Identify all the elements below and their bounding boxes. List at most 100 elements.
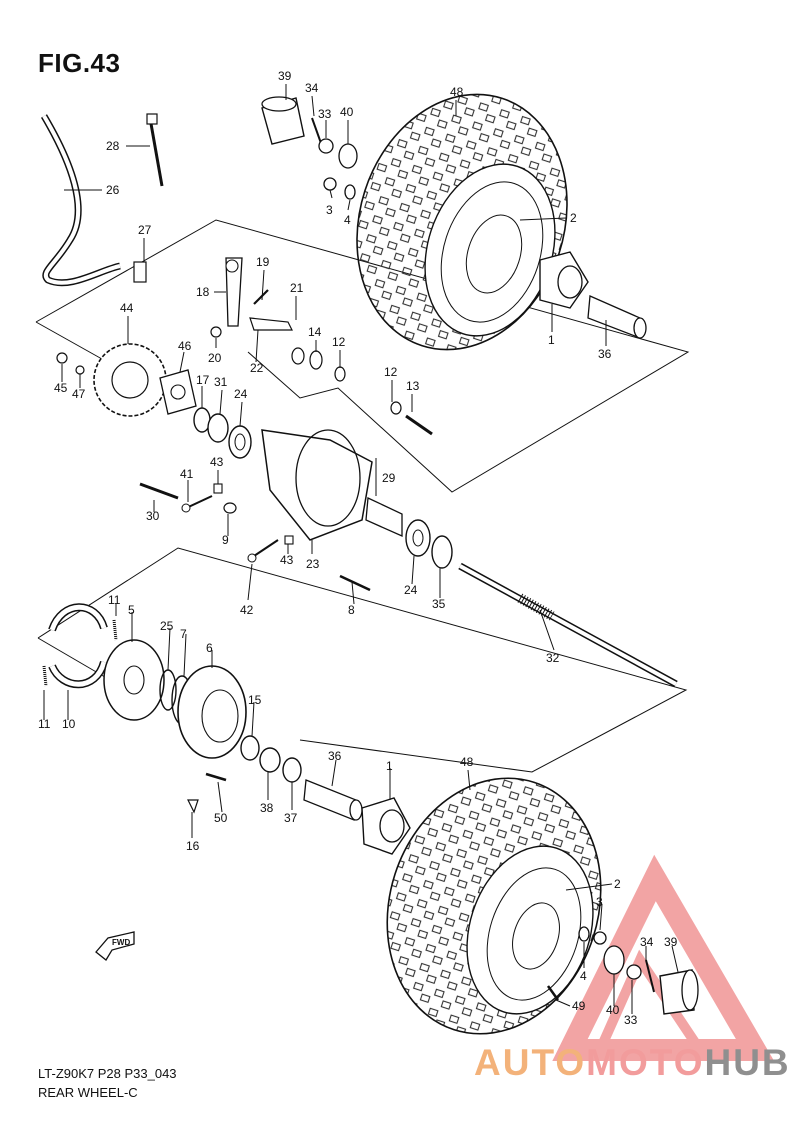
callout-3: 3 — [326, 203, 333, 217]
plate-41 — [181, 495, 213, 513]
seal-35 — [431, 535, 453, 569]
callout-45: 45 — [54, 381, 68, 395]
callout-2b: 2 — [614, 877, 621, 891]
callout-7: 7 — [180, 627, 187, 641]
callout-4: 4 — [344, 213, 351, 227]
callout-25: 25 — [160, 619, 174, 633]
callout-24: 24 — [234, 387, 248, 401]
washer-lower-40 — [603, 945, 625, 975]
breather-hose — [40, 114, 121, 287]
castle-nut-lower — [626, 964, 642, 980]
callout-33: 33 — [318, 107, 332, 121]
callout-12: 12 — [332, 335, 346, 349]
callout-42: 42 — [240, 603, 254, 617]
bearing-24a — [228, 425, 252, 459]
nut-lower-3 — [593, 931, 607, 945]
callout-49: 49 — [572, 999, 586, 1013]
brake-drum-5 — [103, 639, 165, 721]
footer-subtitle: REAR WHEEL-C — [38, 1085, 138, 1100]
washer-47 — [75, 365, 85, 375]
washer-9 — [223, 502, 237, 514]
callout-38: 38 — [260, 801, 274, 815]
callout-32: 32 — [546, 651, 560, 665]
callout-11: 11 — [108, 593, 121, 607]
callout-9: 9 — [222, 533, 229, 547]
plate-42 — [247, 539, 279, 563]
callout-6: 6 — [206, 641, 213, 655]
oring-12a — [334, 366, 346, 382]
brake-link-21 — [249, 317, 293, 331]
rear-axle — [458, 562, 678, 688]
callout-39b: 39 — [664, 935, 678, 949]
callout-26: 26 — [106, 183, 120, 197]
ring-22 — [291, 347, 305, 365]
hub-cap-lower — [659, 969, 699, 1015]
callout-48: 48 — [450, 85, 464, 99]
spring-11b — [42, 665, 48, 687]
castle-nut-upper — [318, 138, 334, 154]
sensor-13 — [405, 414, 433, 436]
nut-38 — [259, 747, 281, 773]
callout-15: 15 — [248, 693, 262, 707]
callout-30: 30 — [146, 509, 160, 523]
wheel-hub-upper — [539, 251, 589, 309]
callout-43: 43 — [210, 455, 224, 469]
callout-40: 40 — [340, 105, 354, 119]
callout-4b: 4 — [580, 969, 587, 983]
nut-43a — [213, 483, 223, 494]
callout-31: 31 — [214, 375, 228, 389]
callout-16: 16 — [186, 839, 200, 853]
callout-10: 10 — [62, 717, 76, 731]
footer-model-code: LT-Z90K7 P28 P33_043 — [38, 1066, 177, 1081]
axle-housing — [261, 429, 373, 541]
nut-45 — [56, 352, 68, 364]
brake-shoes — [48, 603, 108, 689]
callout-40b: 40 — [606, 1003, 620, 1017]
callout-28: 28 — [106, 139, 120, 153]
callout-12b: 12 — [384, 365, 398, 379]
bolt-8 — [339, 574, 371, 592]
bolt-50 — [205, 772, 227, 782]
callout-13: 13 — [406, 379, 420, 393]
leader-lines — [43, 84, 679, 1014]
seal-31 — [207, 413, 229, 443]
callout-24b: 24 — [404, 583, 418, 597]
callout-37: 37 — [284, 811, 298, 825]
sprocket-hub — [159, 369, 197, 415]
hose-fitting — [133, 261, 147, 283]
callout-27: 27 — [138, 223, 152, 237]
callout-47: 47 — [72, 387, 86, 401]
washer-upper-40 — [338, 143, 358, 169]
callout-8: 8 — [348, 603, 355, 617]
bush-14 — [309, 350, 323, 370]
callout-2: 2 — [570, 211, 577, 225]
callout-44: 44 — [120, 301, 134, 315]
washer-upper-4 — [344, 184, 356, 200]
callout-34b: 34 — [640, 935, 654, 949]
callout-46: 46 — [178, 339, 192, 353]
nut-37 — [282, 757, 302, 783]
hub-cap-upper — [261, 96, 305, 145]
callout-20: 20 — [208, 351, 222, 365]
brake-panel-6 — [177, 665, 247, 759]
washer-15 — [240, 735, 260, 761]
callout-23: 23 — [306, 557, 320, 571]
callout-19: 19 — [256, 255, 270, 269]
callout-41: 41 — [180, 467, 194, 481]
callout-18: 18 — [196, 285, 210, 299]
callout-5: 5 — [128, 603, 135, 617]
callout-34: 34 — [305, 81, 319, 95]
callout-17: 17 — [196, 373, 210, 387]
spacer-upper — [587, 295, 647, 339]
callout-labels: 39 34 33 40 48 3 4 2 28 26 27 19 18 21 1… — [38, 69, 678, 1027]
watermark-part-auto: AUTO — [474, 1042, 587, 1083]
nut-20 — [210, 326, 222, 338]
fwd-label: FWD — [112, 938, 130, 947]
bolt-19 — [253, 289, 269, 305]
callout-22: 22 — [250, 361, 264, 375]
callout-35: 35 — [432, 597, 446, 611]
callout-11b: 11 — [38, 717, 51, 731]
callout-48b: 48 — [460, 755, 474, 769]
